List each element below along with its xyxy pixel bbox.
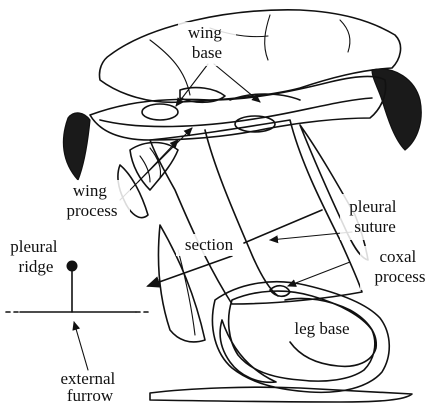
- label-pleural-suture-line2: suture: [354, 217, 396, 236]
- pleuron: [118, 120, 368, 342]
- label-section: section: [185, 235, 234, 254]
- label-external-furrow-line2: furrow: [67, 386, 114, 403]
- label-coxal-process: coxal process: [375, 247, 426, 286]
- right-wing-stub: [372, 69, 421, 150]
- notum: [99, 10, 400, 102]
- label-wing-base: wing base: [188, 23, 226, 62]
- sternum-base: [150, 387, 412, 402]
- label-leg-base: leg base: [294, 319, 349, 338]
- label-pleural-ridge: pleural ridge: [10, 237, 61, 276]
- left-wing-stub: [63, 113, 90, 180]
- label-wing-process: wing process: [67, 181, 118, 220]
- wing-base-region: [90, 76, 386, 140]
- label-wing-process-line1: wing: [73, 181, 108, 200]
- label-wing-base-line1: wing: [188, 23, 223, 42]
- label-external-furrow: external furrow: [61, 369, 120, 403]
- label-pleural-ridge-line2: ridge: [19, 257, 54, 276]
- pleural-ridge-dot: [67, 261, 78, 272]
- label-wing-process-line2: process: [67, 201, 118, 220]
- label-pleural-suture: pleural suture: [349, 197, 400, 236]
- label-wing-base-line2: base: [192, 43, 222, 62]
- label-coxal-process-line2: process: [375, 267, 426, 286]
- label-pleural-suture-line1: pleural: [349, 197, 396, 216]
- label-pleural-ridge-line1: pleural: [10, 237, 57, 256]
- label-coxal-process-line1: coxal: [379, 247, 416, 266]
